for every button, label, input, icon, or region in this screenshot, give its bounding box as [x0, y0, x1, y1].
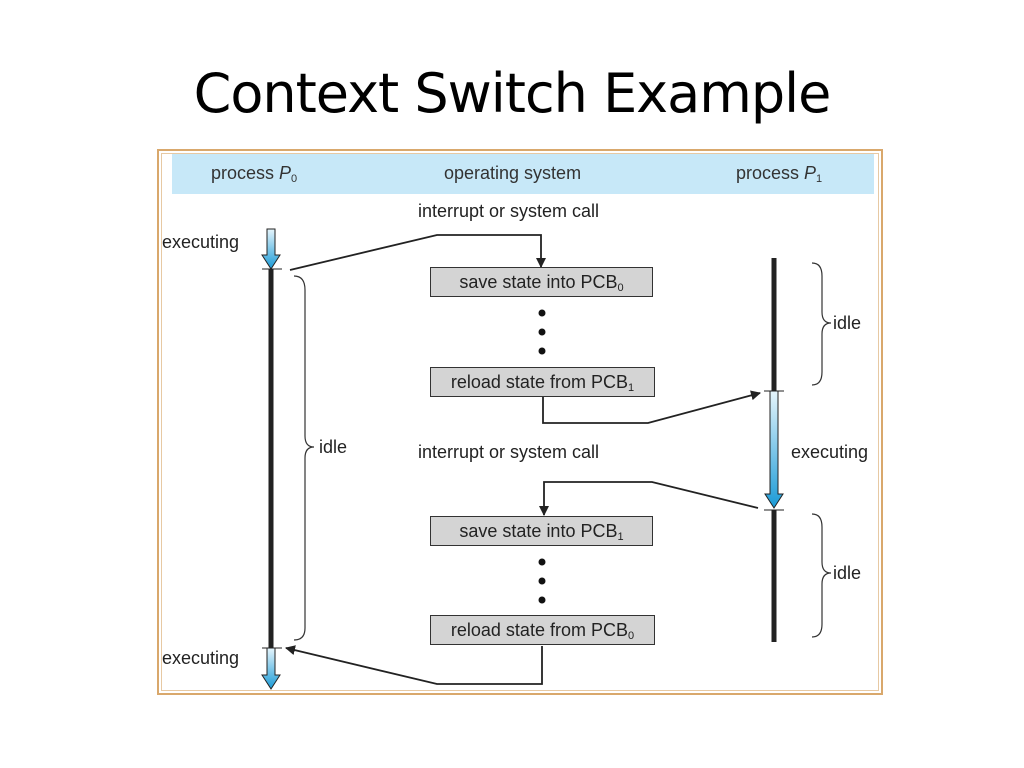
- header-band: [172, 154, 874, 194]
- p1-idle-brace-bottom: [811, 513, 832, 638]
- arrow-os-to-p1: [542, 390, 761, 424]
- header-operating-system: operating system: [444, 163, 582, 183]
- p1-executing-arrow: [764, 390, 784, 509]
- label-p1-idle-bottom: idle: [833, 563, 862, 583]
- p1-idle-brace-top: [811, 262, 832, 386]
- box-save-state-pcb1: save state into PCB1: [430, 516, 653, 546]
- p0-timeline: [261, 228, 315, 690]
- flow-arrows: [285, 234, 761, 685]
- label-p0-executing-top: executing: [162, 232, 240, 252]
- ellipsis-dot: [538, 328, 546, 336]
- label-p1-idle-top: idle: [833, 313, 862, 333]
- slide-title: Context Switch Example: [193, 62, 832, 125]
- label-interrupt-2: interrupt or system call: [418, 442, 600, 462]
- ellipsis-dot: [538, 347, 546, 355]
- label-interrupt-1: interrupt or system call: [418, 201, 600, 221]
- ellipsis-dot: [538, 309, 546, 317]
- label-p0-idle: idle: [319, 437, 348, 457]
- header-process-p1: process P1: [736, 163, 823, 185]
- label-p0-executing-bottom: executing: [162, 648, 240, 668]
- label-p1-executing: executing: [791, 442, 869, 462]
- ellipsis-dot: [538, 577, 546, 585]
- arrow-p0-to-os-save-pcb0: [289, 234, 546, 271]
- arrow-os-to-p0: [285, 645, 543, 685]
- p1-timeline: [764, 258, 832, 642]
- p0-executing-arrow-top: [261, 228, 281, 270]
- diagram-frame: [157, 149, 883, 695]
- ellipsis-dot: [538, 558, 546, 566]
- box-reload-state-pcb0: reload state from PCB0: [430, 615, 655, 645]
- ellipsis-dots: [538, 309, 546, 604]
- box-save-state-pcb0: save state into PCB0: [430, 267, 653, 297]
- p0-executing-arrow-bottom: [261, 647, 281, 690]
- p0-idle-brace: [293, 275, 315, 641]
- arrow-p1-to-os-save-pcb1: [539, 481, 759, 516]
- diagram-frame-inner: [161, 153, 879, 691]
- header-process-p0: process P0: [211, 163, 298, 185]
- box-reload-state-pcb1: reload state from PCB1: [430, 367, 655, 397]
- ellipsis-dot: [538, 596, 546, 604]
